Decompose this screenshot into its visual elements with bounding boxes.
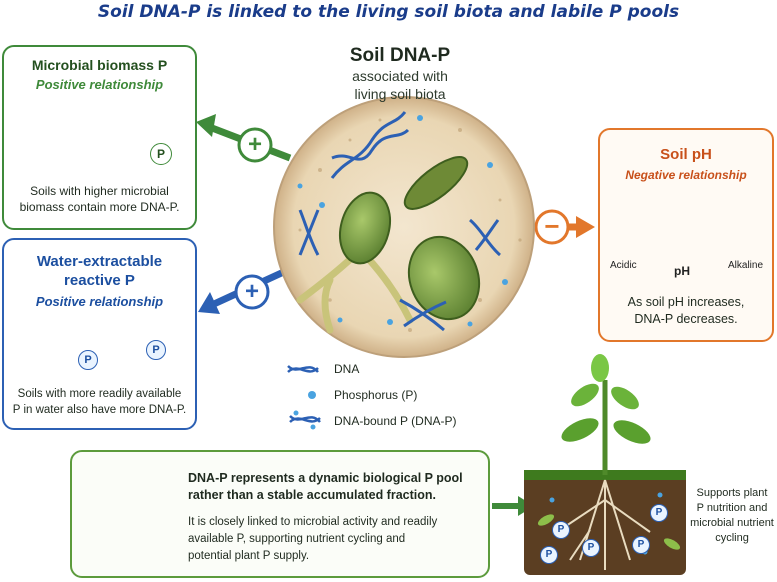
- plant-in-soil-illustration: [524, 354, 686, 575]
- microbial-biomass-box: Microbial biomass P Positive relationshi…: [2, 45, 197, 230]
- microbial-relation: Positive relationship: [35, 77, 164, 92]
- water-extractable-box: Water-extractable reactive P Positive re…: [2, 238, 197, 430]
- water-relation: Positive relationship: [35, 294, 164, 309]
- plant-caption-line4: cycling: [715, 532, 749, 544]
- summary-bold-line1: DNA-P represents a dynamic biological P …: [188, 471, 463, 485]
- ph-gauge-label: pH: [674, 264, 690, 278]
- plant-p-badge-1: P: [552, 521, 570, 539]
- plant-caption-line3: microbial nutrient: [690, 517, 774, 529]
- summary-text-line2: available P, supporting nutrient cycling…: [188, 533, 406, 545]
- microbial-sign: +: [247, 131, 262, 158]
- soil-biota-circle: [273, 96, 535, 358]
- water-text: Soils with more readily available P in w…: [4, 386, 195, 418]
- microbial-text-line1: Soils with higher microbial: [30, 184, 169, 198]
- ph-text-line1: As soil pH increases,: [627, 295, 745, 309]
- ph-text: As soil pH increases, DNA-P decreases.: [600, 294, 772, 328]
- soil-ph-box: Soil pH Negative relationship Acidic pH …: [598, 128, 774, 342]
- center-line2: living soil biota: [354, 86, 446, 102]
- center-heading: Soil DNA-P: [349, 45, 451, 66]
- plant-p-badge-3: P: [632, 536, 650, 554]
- summary-text: It is closely linked to microbial activi…: [188, 514, 437, 565]
- plus-sign-water: [234, 274, 270, 310]
- legend-dna-p-label: DNA-bound P (DNA-P): [334, 414, 457, 428]
- plant-p-badge-5: P: [540, 546, 558, 564]
- plant-caption-line1: Supports plant: [696, 487, 768, 499]
- plant-caption-line2: P nutrition and: [696, 502, 768, 514]
- summary-bold: DNA-P represents a dynamic biological P …: [188, 470, 463, 504]
- water-text-line1: Soils with more readily available: [17, 388, 182, 400]
- summary-bold-line2: rather than a stable accumulated fractio…: [188, 488, 436, 502]
- plant-p-badge-4: P: [650, 504, 668, 522]
- ph-relation: Negative relationship: [625, 168, 747, 182]
- summary-box: DNA-P represents a dynamic biological P …: [70, 450, 490, 578]
- ph-sign: −: [544, 211, 560, 241]
- water-text-line2: P in water also have more DNA-P.: [12, 404, 187, 416]
- plus-sign-microbial: [237, 127, 273, 163]
- legend-dna-icon: [287, 365, 319, 373]
- summary-text-line3: potential plant P supply.: [188, 550, 310, 562]
- minus-sign-ph: [534, 209, 570, 245]
- microbial-p-badge: P: [150, 143, 172, 165]
- water-p-badge-2: P: [146, 340, 166, 360]
- water-p-badge-1: P: [78, 350, 98, 370]
- ph-heading: Soil pH: [660, 146, 712, 163]
- water-heading: Water-extractable reactive P: [4, 252, 195, 290]
- legend-phosphorus-icon: [308, 391, 316, 399]
- ph-alkaline-label: Alkaline: [728, 260, 764, 271]
- legend-phosphorus-label: Phosphorus (P): [334, 388, 418, 402]
- legend-dna-label: DNA: [334, 362, 360, 376]
- figure-title: Soil DNA-P is linked to the living soil …: [97, 2, 680, 22]
- center-line1: associated with: [352, 68, 448, 84]
- water-heading-line2: reactive P: [64, 272, 135, 289]
- plant-caption: Supports plant P nutrition and microbial…: [690, 486, 774, 546]
- plant-p-badge-2: P: [582, 539, 600, 557]
- legend-dna-p-icon: [289, 410, 321, 430]
- water-heading-line1: Water-extractable: [36, 253, 163, 270]
- water-sign: +: [244, 278, 259, 305]
- ph-text-line2: DNA-P decreases.: [634, 312, 738, 326]
- summary-text-line1: It is closely linked to microbial activi…: [188, 516, 438, 528]
- ph-acidic-label: Acidic: [610, 260, 637, 271]
- microbial-heading: Microbial biomass P: [31, 57, 168, 73]
- microbial-text: Soils with higher microbial biomass cont…: [4, 183, 195, 215]
- center-label: Soil DNA-P associated with living soil b…: [300, 45, 500, 103]
- microbial-text-line2: biomass contain more DNA-P.: [19, 200, 180, 214]
